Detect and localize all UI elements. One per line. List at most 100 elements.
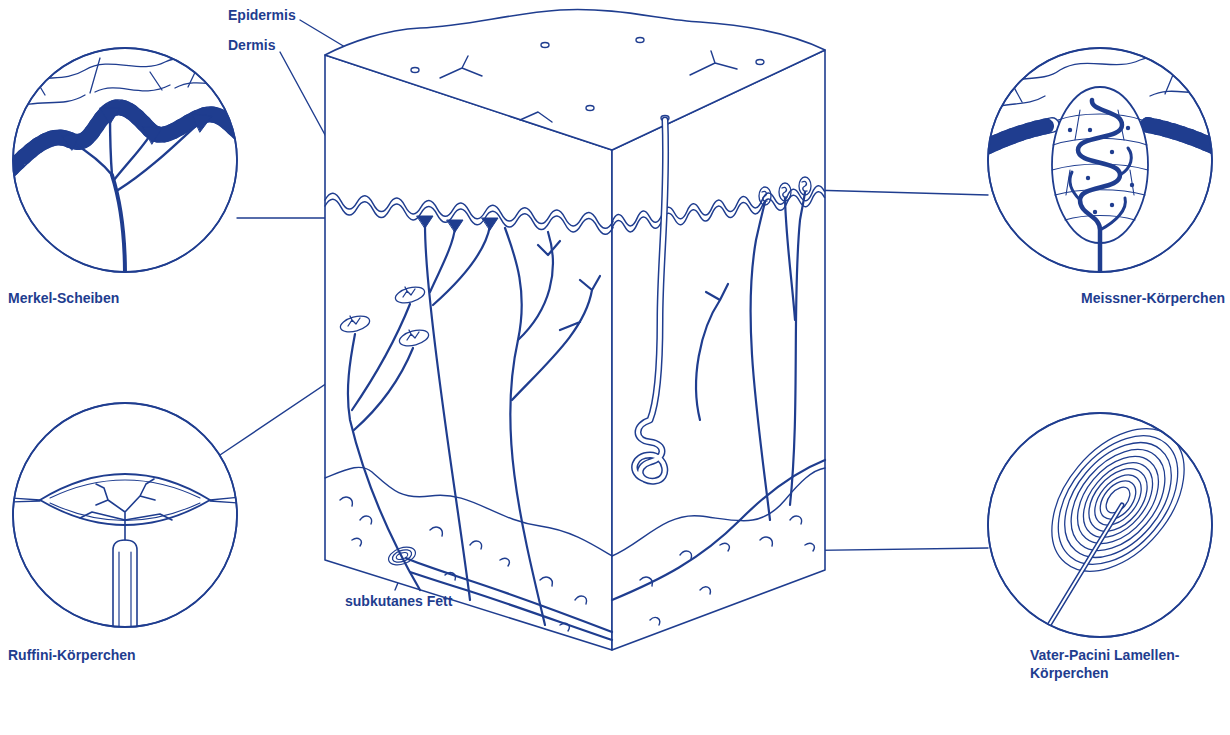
pacini-inset	[1061, 441, 1174, 559]
merkel-inset	[62, 108, 212, 150]
dermal-junction	[325, 186, 825, 235]
meissner-inset	[1110, 150, 1114, 154]
leader-lines	[810, 190, 988, 195]
nerve-fibres	[518, 232, 553, 340]
meissner-inset	[1126, 126, 1130, 130]
nerve-fibres	[785, 198, 795, 320]
sweat-gland	[635, 120, 666, 481]
ruffini-inset	[10, 474, 240, 640]
meissner-inset	[1052, 114, 1148, 220]
skin-surface-detail	[520, 112, 552, 122]
nerve-fibres	[512, 241, 600, 400]
part-label: Epidermis	[228, 6, 368, 24]
ruffini-endings	[339, 284, 431, 348]
merkel-inset	[30, 58, 200, 95]
ruffini-endings	[339, 313, 372, 334]
nerve-fibres	[425, 224, 470, 600]
pacini-inset	[1086, 466, 1151, 534]
pacini-corpuscle	[386, 544, 418, 569]
meissner-inset	[1086, 176, 1090, 180]
part-label: Vater-Pacini Lamellen- Körperchen	[1030, 646, 1228, 682]
meissner-inset	[1068, 128, 1072, 132]
part-label: Ruffini-Körperchen	[8, 646, 228, 664]
sweat-gland	[635, 120, 666, 481]
ruffini-endings	[398, 327, 431, 348]
fat-layer	[640, 543, 729, 594]
ruffini-endings	[407, 330, 419, 340]
meissner-inset	[1088, 128, 1092, 132]
nerve-fibres	[354, 348, 413, 430]
pacini-corpuscle	[391, 547, 414, 564]
skin-surface-detail	[690, 51, 737, 75]
meissner-inset	[985, 56, 1220, 90]
part-label: Dermis	[228, 36, 368, 54]
meissner-inset	[1070, 148, 1131, 230]
pacini-corpuscle	[386, 544, 418, 569]
dermal-junction	[325, 193, 613, 228]
meissner-inset	[1068, 126, 1134, 214]
pacini-inset	[988, 413, 1212, 637]
nerve-fibres	[696, 284, 728, 420]
part-label: subkutanes Fett	[345, 592, 505, 610]
skin-right-face	[612, 50, 825, 650]
sweat-gland	[635, 120, 666, 481]
merkel-inset	[10, 58, 245, 90]
meissner-inset	[1093, 210, 1097, 214]
ruffini-endings	[348, 316, 360, 326]
meissner-inset	[1110, 203, 1114, 207]
dermal-junction	[612, 192, 825, 232]
meissner-corpuscles	[759, 177, 811, 205]
pacini-inset	[1093, 474, 1143, 526]
pacini-inset	[1070, 450, 1167, 551]
pacini-inset	[988, 404, 1212, 640]
ruffini-inset	[113, 540, 137, 640]
pacini-inset	[1025, 404, 1210, 596]
pacini-inset	[1077, 458, 1159, 543]
skin-surface-detail	[636, 38, 644, 43]
meissner-inset	[988, 48, 1212, 272]
ruffini-inset	[10, 403, 240, 640]
pacini-inset	[1040, 505, 1122, 640]
meissner-corpuscles	[782, 187, 787, 197]
fat-layer	[340, 497, 372, 546]
merkel-discs	[417, 216, 433, 228]
merkel-inset	[5, 48, 250, 275]
nerve-fibres	[348, 334, 420, 590]
skin-block	[325, 10, 825, 650]
nerve-fibres	[352, 304, 410, 410]
meissner-corpuscles	[799, 177, 811, 195]
part-label: Meissner-Körperchen	[1000, 289, 1225, 307]
skin-surface-detail	[440, 56, 482, 78]
merkel-inset	[72, 114, 200, 190]
pacini-inset	[1025, 404, 1210, 596]
nerve-fibres	[505, 228, 545, 625]
part-label: Merkel-Scheiben	[8, 289, 228, 307]
merkel-discs	[482, 218, 498, 230]
pacini-inset	[1043, 422, 1192, 577]
meissner-inset	[980, 48, 1222, 275]
skin-left-face	[325, 55, 612, 650]
meissner-corpuscles	[779, 183, 791, 201]
dermal-junction	[325, 199, 613, 234]
ruffini-inset	[13, 403, 237, 627]
skin-surface-detail	[541, 43, 549, 48]
meissner-corpuscles	[762, 191, 767, 201]
nerve-fibres	[348, 192, 825, 640]
pacini-inset	[1040, 505, 1122, 640]
pacini-inset	[1034, 413, 1201, 587]
meissner-inset	[1130, 183, 1134, 187]
skin-top-face	[325, 10, 825, 150]
merkel-inset	[13, 48, 237, 272]
pacini-corpuscle	[395, 551, 408, 561]
meissner-inset	[1078, 100, 1122, 275]
ruffini-endings	[403, 287, 415, 297]
nerve-fibres	[790, 192, 805, 505]
merkel-discs	[447, 220, 463, 232]
skin-surface-detail	[411, 68, 419, 73]
nerve-fibres	[751, 202, 770, 520]
ruffini-inset	[13, 403, 237, 627]
skin-surface-detail	[411, 38, 764, 123]
